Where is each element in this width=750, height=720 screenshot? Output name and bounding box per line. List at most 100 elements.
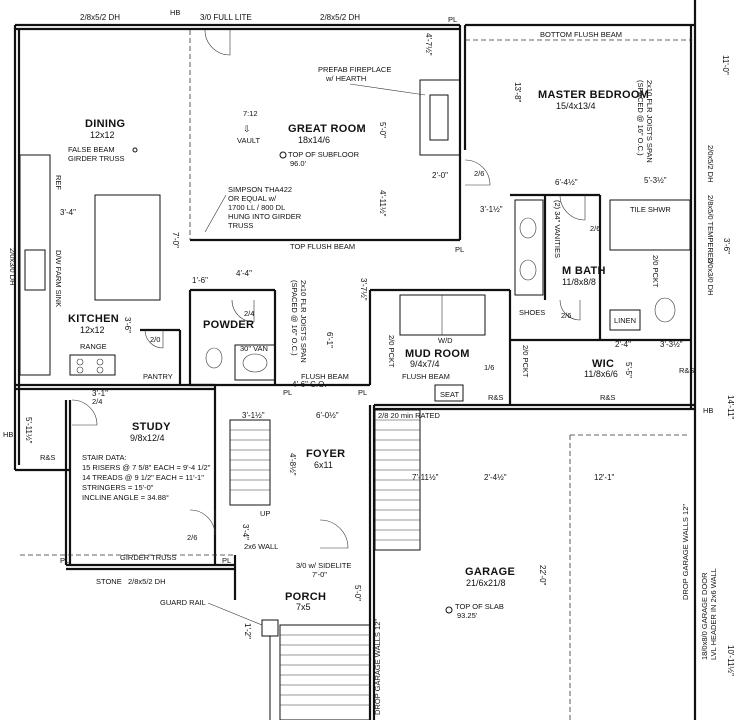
room-size-m-bath: 11/8x8/8: [562, 277, 596, 287]
flush-beam-note: FLUSH BEAM: [402, 372, 450, 381]
door-size-label: 2/4: [244, 309, 254, 318]
door-size-label: 1/6: [484, 363, 494, 372]
dimension: 5'-11½": [24, 417, 33, 444]
stone-label: STONE: [96, 577, 122, 586]
mb-window-label: 2/0x3/0 DH: [706, 258, 715, 296]
room-size-mud-room: 9/4x7/4: [410, 359, 440, 369]
vanities-label: (2) 34" VANITIES: [553, 200, 562, 258]
dimension: 4'-8½": [288, 453, 297, 476]
room-size-dining: 12x12: [90, 130, 115, 140]
room-labels: DINING 12x12 GREAT ROOM 18x14/6 MASTER B…: [68, 89, 649, 612]
dimension: 6'-4½": [555, 178, 578, 187]
door-label: 3/0 w/ SIDELITE: [296, 561, 351, 570]
dimension: 5'-0": [378, 122, 387, 138]
pl-label: PL: [358, 388, 367, 397]
dimension: 3'-1": [92, 389, 108, 398]
seat-label: SEAT: [440, 390, 459, 399]
door-size-label: 2/6: [561, 311, 571, 320]
dashed-lines: [20, 30, 690, 720]
pocket-door-label: 2/0 PCKT: [651, 255, 660, 288]
room-name-foyer: FOYER: [306, 448, 345, 460]
annotations: FALSE BEAM GIRDER TRUSS PREFAB FIREPLACE…: [3, 65, 718, 715]
room-name-master-bedroom: MASTER BEDROOM: [538, 89, 649, 101]
guard-rail-label: GUARD RAIL: [160, 598, 206, 607]
dimension: 4'-11½": [378, 190, 387, 217]
dimension: 6'-1": [325, 332, 334, 348]
dimensions: 4'-7½" 13'-8" 11'-0" 5'-0" 2'-0" 4'-11½"…: [24, 33, 735, 676]
hose-bib-label: HB: [170, 8, 180, 17]
vault-label: VAULT: [237, 136, 260, 145]
sink-label: D/W FARM SINK: [54, 250, 63, 307]
dimension: 12'-1": [594, 473, 615, 482]
top-labels: 2/8x5/2 DH 3/0 FULL LITE 2/8x5/2 DH HB P…: [80, 8, 622, 39]
door-dim-label: 7'-0": [312, 570, 327, 579]
girder-truss-label: GIRDER TRUSS: [120, 553, 177, 562]
dimension: 11'-0": [721, 55, 730, 75]
flush-beam-note: TOP FLUSH BEAM: [290, 242, 355, 251]
stair-data-line: 15 RISERS @ 7 5/8" EACH = 9'-4 1/2": [82, 463, 211, 472]
dimension: 3'-7½": [359, 278, 368, 301]
simpson-note: TRUSS: [228, 221, 253, 230]
subfloor-note: 96.0': [290, 159, 307, 168]
door-swings: [71, 29, 586, 549]
stair-data-line: STRINGERS = 15'-0": [82, 483, 154, 492]
rated-door-label: 2/8 20 min RATED: [378, 411, 441, 420]
door-size-label: 2/6: [590, 224, 600, 233]
dimension: 22'-0": [538, 565, 547, 586]
dimension: 3'-4": [60, 208, 76, 217]
dimension: 3'-6": [722, 238, 731, 254]
tempered-label: 2/8x5/0 TEMPERED: [706, 195, 715, 264]
room-name-powder: POWDER: [203, 319, 254, 331]
vault-pitch: 7:12: [243, 109, 258, 118]
shoes-label: SHOES: [519, 308, 545, 317]
simpson-note: OR EQUAL w/: [228, 194, 277, 203]
dimension: 4'-4": [236, 269, 252, 278]
dimension: 4'-6" C.O.: [292, 380, 327, 389]
dimension: 7'-11½": [412, 473, 439, 482]
room-name-m-bath: M BATH: [562, 265, 606, 277]
dimension: 10'-11½": [726, 645, 735, 676]
dimension: 3'-6": [123, 317, 132, 333]
dimension: 2'-4½": [484, 473, 507, 482]
pl-label: PL: [60, 556, 69, 565]
simpson-note: SIMPSON THA422: [228, 185, 292, 194]
fixtures: [19, 79, 676, 402]
pocket-door-label: 2/0 PCKT: [387, 335, 396, 368]
simpson-note: 1700 LL / 800 DL: [228, 203, 285, 212]
dimension: 6'-0½": [316, 411, 339, 420]
wall-label: 2x6 WALL: [244, 542, 278, 551]
window-label: 2/8x5/2 DH: [80, 13, 120, 22]
kitchen-window-label: 2/0x3/0 DH: [8, 248, 17, 286]
door-label: 3/0 FULL LITE: [200, 13, 252, 22]
room-size-garage: 21/6x21/8: [466, 578, 506, 588]
slab-note: TOP OF SLAB: [455, 602, 504, 611]
dimension: 3'-4": [241, 524, 250, 540]
door-size-label: 2/6: [187, 533, 197, 542]
dimension: 7'-0": [171, 232, 180, 248]
pl-label: PL: [448, 15, 457, 24]
room-name-study: STUDY: [132, 421, 171, 433]
dimension: 2'-4": [615, 340, 631, 349]
flush-beam-note: FLUSH BEAM: [301, 372, 349, 381]
garage-door-note: 18/0x8/0 GARAGE DOOR: [700, 572, 709, 660]
stair-up-label: UP: [260, 509, 270, 518]
joist-note: (SPACED @ 16" O.C.): [636, 80, 645, 156]
joist-note: 2x10 FLR JOISTS SPAN: [299, 280, 308, 363]
door-size-label: 2/0: [150, 335, 160, 344]
rs-label: R&S: [679, 366, 694, 375]
range-label: RANGE: [80, 342, 107, 351]
simpson-note: HUNG INTO GIRDER: [228, 212, 302, 221]
dimension: 14'-11": [726, 395, 735, 419]
vault-arrow-icon: ⇩: [243, 124, 251, 134]
dimension: 5'-3½": [644, 176, 667, 185]
room-name-dining: DINING: [85, 118, 125, 130]
rs-label: R&S: [40, 453, 55, 462]
slab-note: 93.25': [457, 611, 478, 620]
joist-note: 2x10 FLR JOISTS SPAN: [645, 80, 654, 163]
fireplace-note: w/ HEARTH: [325, 74, 366, 83]
shower-label: TILE SHWR: [630, 205, 671, 214]
dimension: 3'-1½": [242, 411, 265, 420]
pantry-label: PANTRY: [143, 372, 173, 381]
room-name-mud-room: MUD ROOM: [405, 348, 470, 360]
garage-door-note: LVL HEADER IN 2x6 WALL: [709, 568, 718, 660]
